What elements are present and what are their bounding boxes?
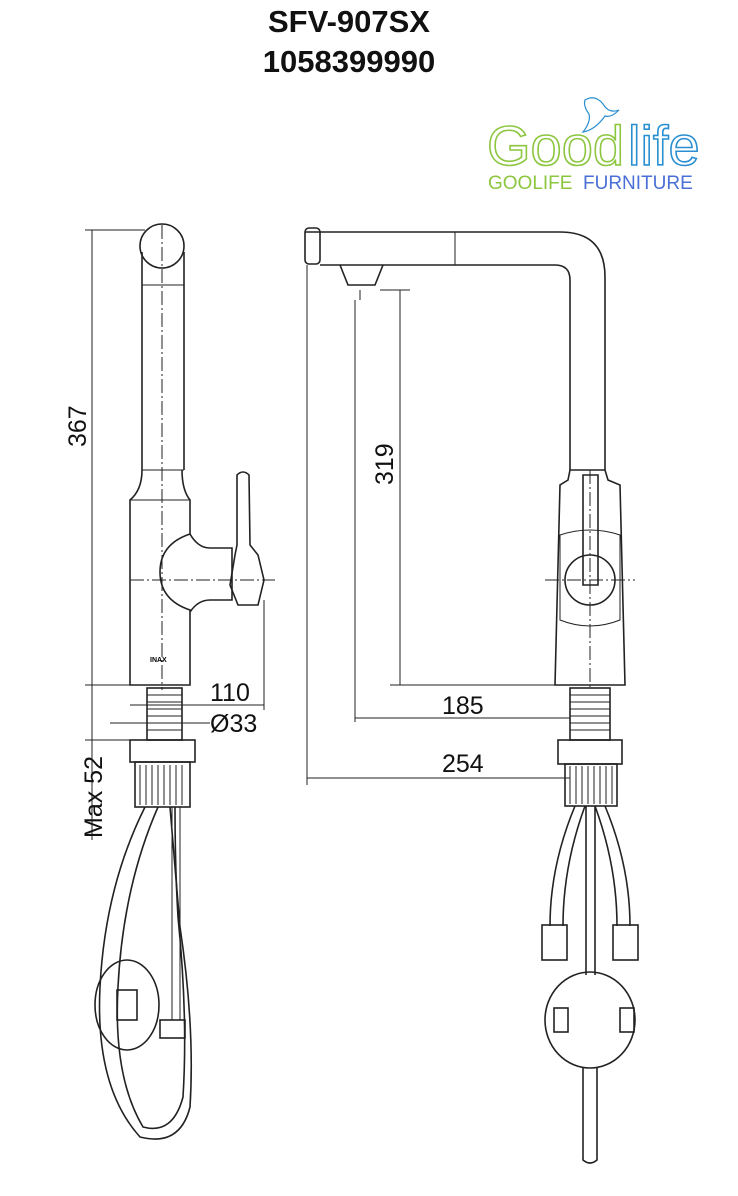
dim-254: 254 bbox=[442, 750, 484, 778]
dim-185: 185 bbox=[442, 692, 484, 720]
dim-max-52: Max 52 bbox=[80, 756, 108, 838]
dim-367: 367 bbox=[64, 405, 92, 447]
dim-110: 110 bbox=[210, 679, 250, 707]
model-number: SFV-907SX bbox=[268, 4, 430, 39]
logo-wordmark-life: life bbox=[628, 114, 700, 177]
logo-tagline-goolife: GOOLIFE bbox=[488, 173, 572, 194]
logo-tagline-furniture: FURNITURE bbox=[583, 173, 693, 194]
right-dimensions: 319 185 254 bbox=[306, 265, 570, 785]
left-dimensions: 367 Max 52 110 Ø33 bbox=[64, 229, 265, 840]
product-code: 1058399990 bbox=[262, 44, 436, 79]
hummingbird-icon bbox=[581, 97, 620, 133]
goodlife-logo: Good life GOOLIFE FURNITURE bbox=[486, 97, 700, 194]
dim-319: 319 bbox=[371, 443, 399, 485]
brand-mark: INAX bbox=[150, 657, 167, 664]
dim-diameter-33: Ø33 bbox=[210, 710, 257, 738]
logo-wordmark-good: Good bbox=[487, 114, 624, 177]
side-view-faucet: INAX bbox=[94, 223, 275, 1140]
front-view-faucet bbox=[304, 227, 639, 1164]
